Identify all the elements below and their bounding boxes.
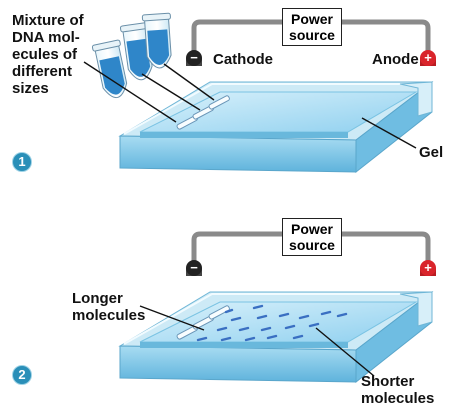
anode-terminal-1: + xyxy=(420,50,436,66)
cathode-terminal-2: − xyxy=(186,260,202,276)
shorter-label-line: molecules xyxy=(361,390,435,407)
mixture-label-line: ecules of xyxy=(12,46,78,63)
mixture-label-line: DNA mol- xyxy=(12,29,80,46)
svg-text:+: + xyxy=(424,260,432,275)
test-tubes xyxy=(91,12,172,98)
mixture-label: Mixture of DNA mol- ecules of different … xyxy=(12,12,84,97)
power-source-box-2: Power source xyxy=(282,218,342,256)
panel-1: − + xyxy=(83,12,436,174)
test-tube-3 xyxy=(141,12,172,69)
cathode-terminal-1: − xyxy=(186,50,202,66)
step-1-badge: 1 xyxy=(12,152,32,172)
gel-leader-line xyxy=(361,117,417,149)
anode-label: Anode xyxy=(372,51,419,68)
longer-leader-line xyxy=(139,305,205,331)
step-2-badge: 2 xyxy=(12,365,32,385)
gel-label: Gel xyxy=(419,144,444,161)
mixture-label-line: Mixture of xyxy=(12,12,84,29)
svg-text:−: − xyxy=(190,50,198,65)
power-source-line: Power xyxy=(290,11,333,27)
test-tube-2 xyxy=(119,22,153,81)
gel-tray-1 xyxy=(118,80,434,174)
wire-1 xyxy=(191,19,431,58)
longer-molecules-label: Longer molecules xyxy=(72,290,145,324)
power-source-box-1: Power source xyxy=(282,8,342,46)
gel-tray-2 xyxy=(118,290,434,384)
cathode-label: Cathode xyxy=(213,51,273,68)
power-source-line: source xyxy=(289,237,335,253)
svg-text:+: + xyxy=(424,50,432,65)
mixture-label-line: different xyxy=(12,63,72,80)
shorter-molecules-label: Shorter molecules xyxy=(361,373,434,407)
dna-bands xyxy=(196,304,348,342)
power-source-line: Power xyxy=(290,221,333,237)
wells-1 xyxy=(176,95,230,130)
svg-text:−: − xyxy=(190,260,198,275)
mixture-leaders xyxy=(83,61,215,123)
anode-terminal-2: + xyxy=(420,260,436,276)
longer-label-line: molecules xyxy=(72,307,146,324)
mixture-label-line: sizes xyxy=(12,80,49,97)
panel-2: − + xyxy=(118,231,436,384)
wire-2 xyxy=(191,231,431,268)
wells-2 xyxy=(176,305,230,340)
shorter-label-line: Shorter xyxy=(361,373,415,390)
longer-label-line: Longer xyxy=(72,290,123,307)
shorter-leader-line xyxy=(315,327,375,377)
power-source-line: source xyxy=(289,27,335,43)
